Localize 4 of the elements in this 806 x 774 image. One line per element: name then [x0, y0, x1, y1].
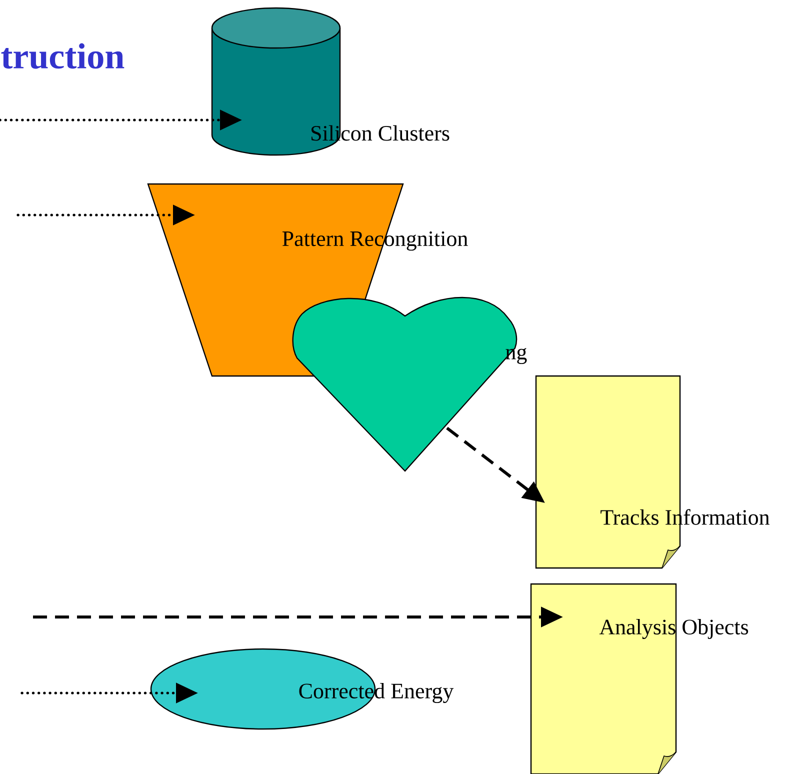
node-label: Analysis Objects	[599, 619, 748, 640]
document-shape	[530, 583, 677, 774]
title: truction	[1, 43, 124, 69]
label: ng	[506, 348, 527, 364]
